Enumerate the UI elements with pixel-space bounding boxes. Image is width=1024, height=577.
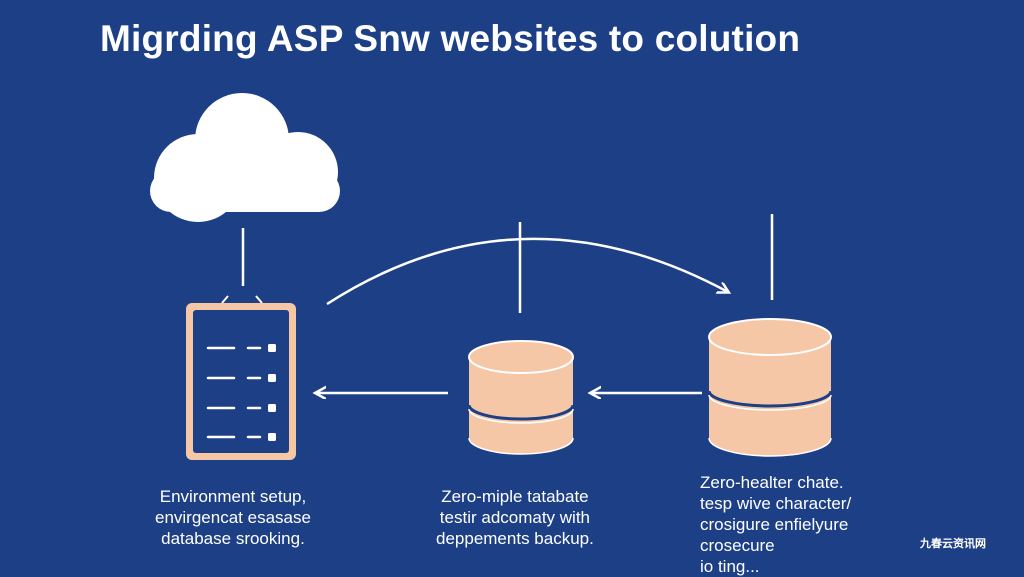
database-cylinder-icon <box>467 340 575 455</box>
caption-database-testing: Zero-miple tatabate testir adcomaty with… <box>436 486 594 549</box>
caption-line: Zero-miple tatabate <box>441 487 589 506</box>
caption-line: deppements backup. <box>436 529 594 548</box>
caption-character-configuration: Zero-healter chate. tesp wive character/… <box>700 472 851 577</box>
server-document-icon <box>186 295 296 460</box>
caption-line: io ting... <box>700 557 760 576</box>
caption-line: Zero-healter chate. <box>700 473 844 492</box>
cloud-icon <box>150 93 340 222</box>
watermark: 九春云资讯网 <box>920 538 986 550</box>
caption-environment-setup: Environment setup, envirgencat esasase d… <box>155 486 311 549</box>
caption-line: crosecure <box>700 536 775 555</box>
caption-line: Environment setup, <box>159 487 307 506</box>
caption-line: tesp wive character/ <box>700 494 852 513</box>
caption-line: testir adcomaty with <box>439 508 591 527</box>
database-cylinder-icon <box>707 318 833 457</box>
curved-arrow <box>326 237 728 306</box>
caption-line: envirgencat esasase <box>155 508 311 527</box>
diagram-title: Migrding ASP Snw websites to colution <box>100 18 801 59</box>
caption-line: crosigure enfielyure <box>700 515 849 534</box>
caption-line: database srooking. <box>161 529 305 548</box>
